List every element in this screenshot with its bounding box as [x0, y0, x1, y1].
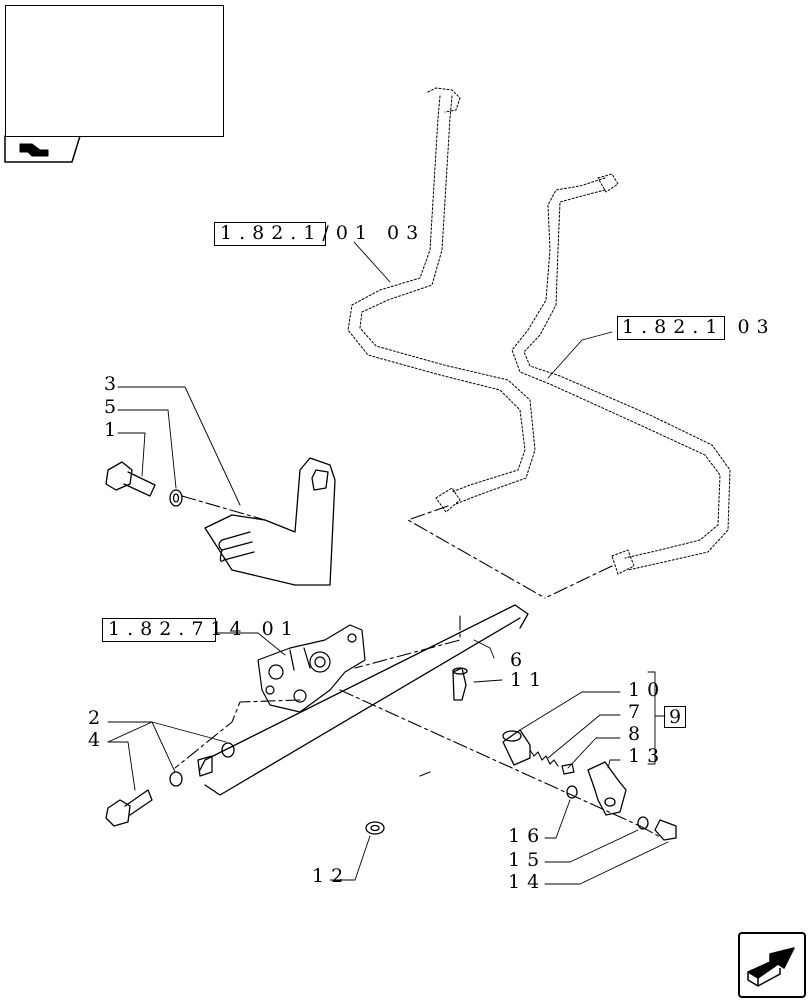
hydraulic-pipe-upper-left: [347, 87, 536, 513]
section-tab-icon: [4, 135, 81, 163]
callout-2: 2: [88, 707, 108, 729]
reference-label-c[interactable]: 1.82.714 01: [108, 618, 300, 640]
ref-box-a: [214, 222, 326, 246]
plug-part-10: [502, 729, 531, 766]
reference-label-b[interactable]: 1.82.1 03: [622, 316, 776, 338]
spring-part-7: [529, 749, 559, 767]
group-label-9: 9: [664, 706, 686, 728]
leader-lines: [107, 241, 669, 885]
callout-7: 7: [628, 701, 648, 723]
washer-part-15: [637, 816, 649, 830]
lever-part-13: [587, 761, 627, 816]
callout-4: 4: [88, 729, 108, 751]
ref-box-b: [617, 316, 725, 340]
fitting-part-11: [452, 667, 468, 701]
circlip-part-16: [566, 785, 578, 799]
bolt-part-1: [105, 461, 156, 497]
callout-1: 1: [104, 419, 124, 441]
callout-8: 8: [628, 723, 648, 745]
hydraulic-pipe-upper-right: [511, 173, 731, 575]
callout-12: 12: [312, 865, 351, 887]
bolt-part-4: [105, 789, 153, 827]
callout-3: 3: [104, 373, 124, 395]
pin-part-14: [654, 819, 677, 841]
pipe-part-6: [197, 604, 529, 796]
washer-part-5: [169, 489, 183, 507]
bracket-part-3: [204, 457, 336, 586]
ball-part-8: [561, 763, 575, 775]
next-page-button[interactable]: [738, 932, 806, 998]
ref-box-c: [102, 618, 216, 642]
washer-part-12: [365, 821, 385, 835]
valve-block: [257, 624, 366, 713]
next-page-arrow-icon: [747, 947, 795, 987]
callout-13: 13: [628, 745, 667, 767]
washer-part-2: [169, 742, 235, 787]
callout-15: 15: [508, 849, 547, 871]
callout-10: 10: [628, 679, 667, 701]
callout-14: 14: [508, 871, 547, 893]
assembly-centerlines: [174, 495, 663, 839]
callout-11: 11: [510, 669, 549, 691]
callout-5: 5: [104, 396, 124, 418]
callout-6: 6: [510, 649, 530, 671]
reference-label-a[interactable]: 1.82.1/01 03: [220, 222, 426, 244]
callout-16: 16: [508, 825, 547, 847]
tractor-thumbnail-frame[interactable]: [5, 5, 224, 137]
